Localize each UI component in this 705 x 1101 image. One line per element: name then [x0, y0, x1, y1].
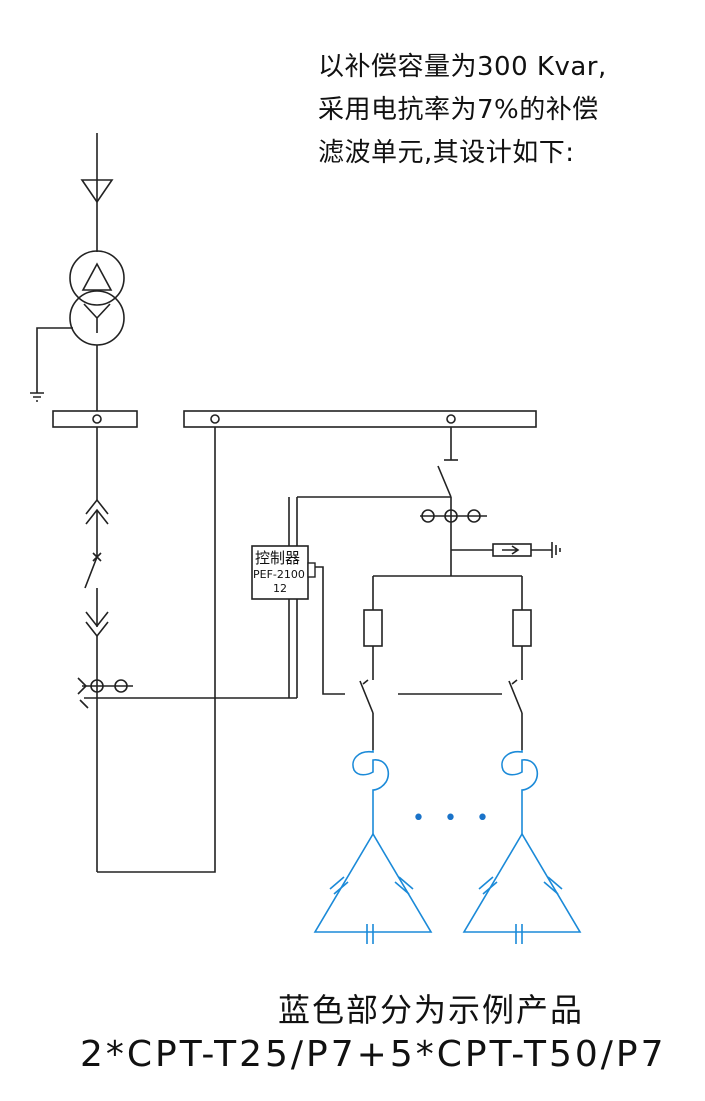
busbar-left — [52, 410, 138, 428]
intro-line-1: 以补偿容量为300 Kvar, — [318, 52, 607, 82]
controller-code: 12 — [273, 582, 287, 595]
incoming-arrow — [80, 179, 114, 204]
product-unit-right — [462, 750, 582, 944]
contactor-right — [508, 680, 523, 714]
ellipsis-dots: • • • — [412, 806, 495, 831]
caption-line-1: 蓝色部分为示例产品 — [278, 991, 585, 1029]
fuse-left — [363, 609, 383, 647]
caption-line-2: 2*CPT-T25/P7+5*CPT-T50/P7 — [80, 1034, 667, 1075]
earth-icon — [30, 392, 44, 402]
intro-line-2: 采用电抗率为7%的补偿 — [318, 95, 599, 125]
transformer-primary — [69, 250, 125, 306]
measurement-loop — [97, 427, 216, 873]
product-unit-left — [313, 750, 433, 944]
isolator-main — [437, 465, 452, 498]
controller-title: 控制器 — [255, 549, 300, 567]
contactor-left — [359, 680, 374, 714]
neutral-earth-lead — [36, 327, 73, 393]
controller-box: 控制器 PEF-2100 12 — [251, 545, 316, 600]
reactor-left-icon — [352, 750, 390, 834]
wye-symbol — [83, 303, 111, 333]
reactor-right-icon — [501, 750, 539, 834]
delta-symbol — [81, 262, 113, 291]
capacitor-delta-right — [462, 832, 582, 933]
busbar-main — [183, 410, 537, 428]
controller-model: PEF-2100 — [253, 568, 305, 581]
intro-line-3: 滤波单元,其设计如下: — [318, 138, 575, 168]
wiring — [30, 133, 561, 873]
fuse-right — [512, 609, 532, 647]
capacitor-delta-left — [313, 832, 433, 933]
intro-text: 以补偿容量为300 Kvar, 采用电抗率为7%的补偿 滤波单元,其设计如下: — [318, 46, 698, 175]
breaker-left — [84, 556, 98, 589]
